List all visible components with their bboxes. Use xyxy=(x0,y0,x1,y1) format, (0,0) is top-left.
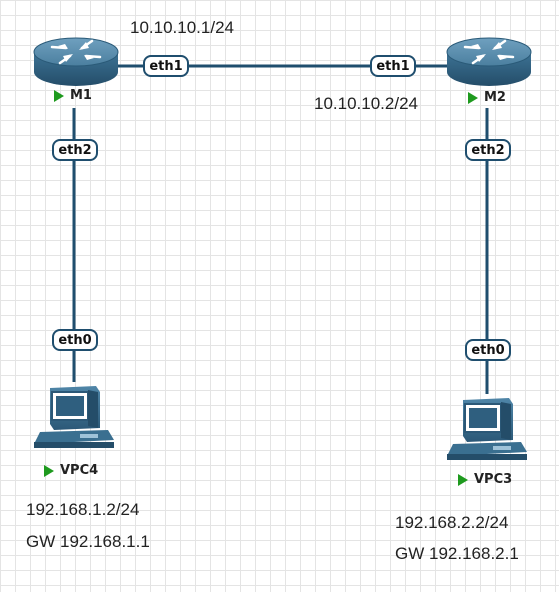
node-name: VPC4 xyxy=(60,463,99,478)
node-name: VPC3 xyxy=(474,472,513,487)
status-running-icon xyxy=(458,473,468,486)
port-m2-eth2[interactable]: eth2 xyxy=(465,139,511,161)
router-m2-icon[interactable] xyxy=(446,37,532,86)
vpc3-computer-icon[interactable] xyxy=(447,398,527,460)
network-label-m2: 10.10.10.2/24 xyxy=(314,94,418,113)
node-label-vpc4[interactable]: VPC4 xyxy=(44,463,98,478)
vpc4-computer-icon[interactable] xyxy=(34,386,114,448)
node-name: M1 xyxy=(70,88,92,103)
port-m1-eth2[interactable]: eth2 xyxy=(52,139,98,161)
node-name: M2 xyxy=(484,90,506,105)
vpc3-ip-label: 192.168.2.2/24 xyxy=(395,513,509,532)
vpc4-ip-label: 192.168.1.2/24 xyxy=(26,500,140,519)
vpc3-gw-label: GW 192.168.2.1 xyxy=(395,544,519,563)
status-running-icon xyxy=(54,89,64,102)
router-m1-icon[interactable] xyxy=(33,37,119,86)
vpc4-gw-label: GW 192.168.1.1 xyxy=(26,532,150,551)
port-m1-eth1[interactable]: eth1 xyxy=(143,55,189,77)
port-vpc3-eth0[interactable]: eth0 xyxy=(465,339,511,361)
status-running-icon xyxy=(468,91,478,104)
node-label-m2[interactable]: M2 xyxy=(468,90,506,105)
node-label-m1[interactable]: M1 xyxy=(54,88,92,103)
port-vpc4-eth0[interactable]: eth0 xyxy=(52,329,98,351)
node-label-vpc3[interactable]: VPC3 xyxy=(458,472,512,487)
port-m2-eth1[interactable]: eth1 xyxy=(370,55,416,77)
network-label-m1: 10.10.10.1/24 xyxy=(130,18,234,37)
status-running-icon xyxy=(44,464,54,477)
